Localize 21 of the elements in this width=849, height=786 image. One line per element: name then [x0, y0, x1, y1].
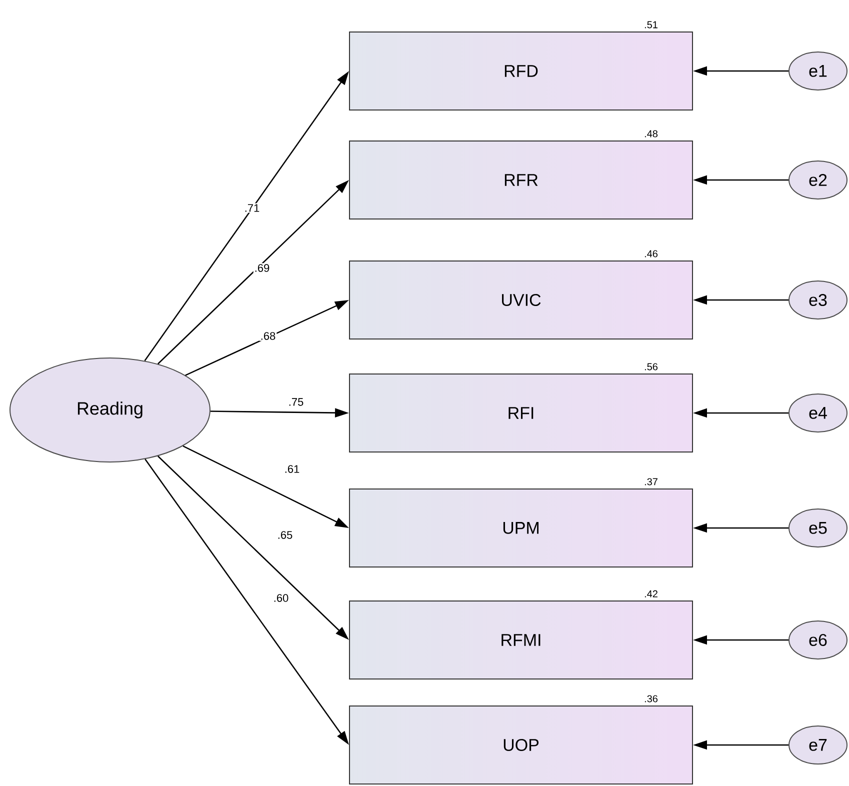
edge-label: .61	[285, 465, 300, 473]
variable-box: RFI	[349, 373, 693, 452]
edge-label: .68	[261, 332, 276, 340]
edge-label: .69	[255, 264, 270, 272]
r-squared-label: .36	[644, 695, 658, 702]
variable-box: RFMI	[349, 600, 693, 680]
variable-box: UOP	[349, 705, 693, 784]
variable-box: UPM	[349, 488, 693, 568]
variable-box: UVIC	[349, 260, 693, 340]
r-squared-label: .48	[644, 130, 658, 138]
r-squared-label: .37	[644, 478, 658, 486]
r-squared-label: .51	[644, 21, 658, 28]
r-squared-label: .56	[644, 363, 658, 370]
edge-label: .75	[289, 398, 304, 406]
edge-label: .60	[274, 594, 288, 602]
edge-label: .65	[278, 531, 292, 539]
r-squared-label: .46	[644, 250, 658, 258]
variable-box: RFD	[349, 31, 693, 110]
edge-label: .71	[245, 204, 260, 212]
variable-box: RFR	[349, 140, 693, 220]
r-squared-label: .42	[644, 590, 658, 598]
